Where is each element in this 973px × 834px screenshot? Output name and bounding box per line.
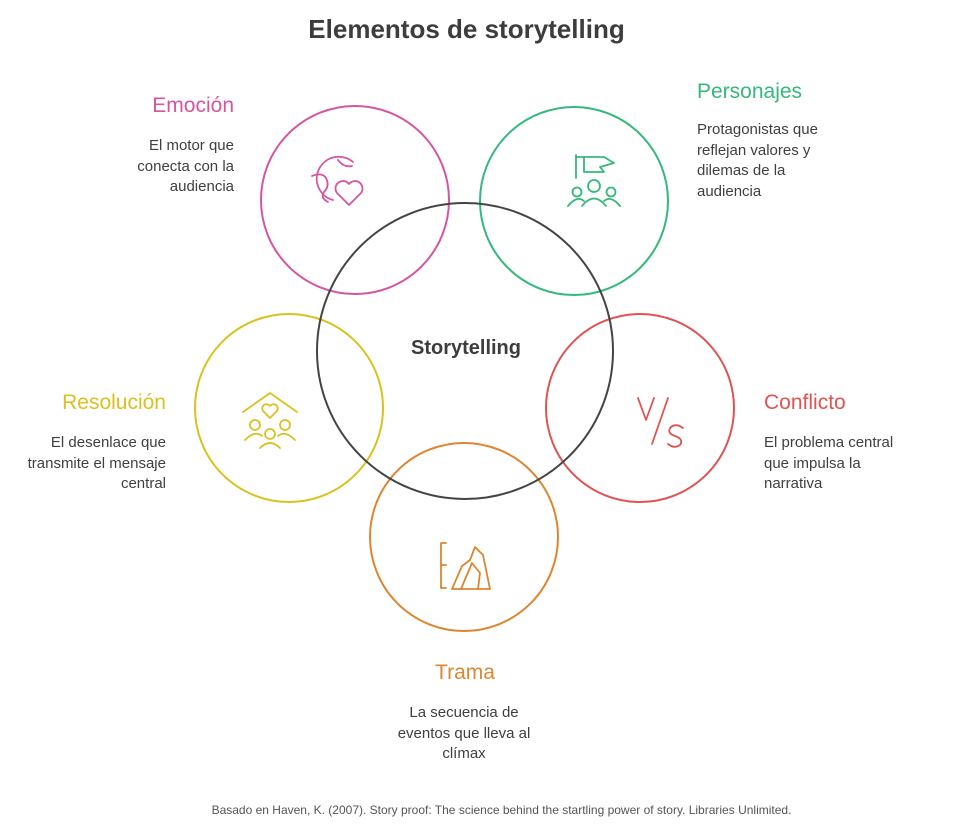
circle-emocion bbox=[260, 105, 450, 295]
description-conflicto: El problema central que impulsa la narra… bbox=[764, 433, 964, 495]
description-line: La secuencia de bbox=[409, 704, 519, 721]
description-line: eventos que lleva al bbox=[397, 724, 531, 742]
circle-personajes bbox=[479, 106, 669, 296]
circle-conflicto bbox=[545, 313, 735, 503]
description-line: audiencia bbox=[169, 178, 234, 195]
flag-group-icon bbox=[567, 154, 621, 207]
label-emocion: Emoción bbox=[152, 94, 234, 117]
description-line: transmite el mensaje bbox=[27, 454, 166, 472]
mountain-chart-icon bbox=[440, 542, 491, 590]
house-heart-people-icon bbox=[242, 392, 298, 449]
source-footnote: Basado en Haven, K. (2007). Story proof:… bbox=[211, 803, 792, 817]
circle-resolucion bbox=[194, 313, 384, 503]
description-line: reflejan valores y bbox=[697, 141, 811, 159]
description-emocion: El motor que conecta con la audiencia bbox=[64, 136, 234, 198]
description-resolucion: El desenlace que transmite el mensaje ce… bbox=[0, 433, 166, 495]
description-line: El motor que bbox=[148, 137, 234, 154]
label-personajes: Personajes bbox=[697, 80, 803, 103]
circle-trama bbox=[369, 442, 559, 632]
description-line: narrativa bbox=[764, 475, 823, 492]
description-line: audiencia bbox=[697, 182, 762, 200]
label-resolucion: Resolución bbox=[62, 391, 166, 414]
label-trama: Trama bbox=[435, 661, 495, 684]
globe-heart-icon bbox=[311, 155, 364, 206]
description-line: central bbox=[120, 475, 166, 492]
circle-storytelling bbox=[316, 202, 614, 500]
description-line: dilemas de la bbox=[697, 162, 786, 179]
description-line: clímax bbox=[442, 745, 486, 762]
description-personajes: Protagonistas que reflejan valores y dil… bbox=[697, 120, 897, 202]
description-trama: La secuencia de eventos que lleva al clí… bbox=[354, 703, 574, 765]
description-line: El desenlace que bbox=[50, 434, 166, 451]
description-line: conecta con la bbox=[137, 157, 234, 175]
versus-icon bbox=[637, 397, 684, 448]
description-line: que impulsa la bbox=[764, 454, 861, 472]
label-conflicto: Conflicto bbox=[764, 391, 846, 414]
center-label: Storytelling bbox=[410, 337, 521, 359]
description-line: Protagonistas que bbox=[697, 121, 818, 138]
description-line: El problema central bbox=[764, 434, 894, 451]
diagram-title: Elementos de storytelling bbox=[308, 14, 625, 44]
